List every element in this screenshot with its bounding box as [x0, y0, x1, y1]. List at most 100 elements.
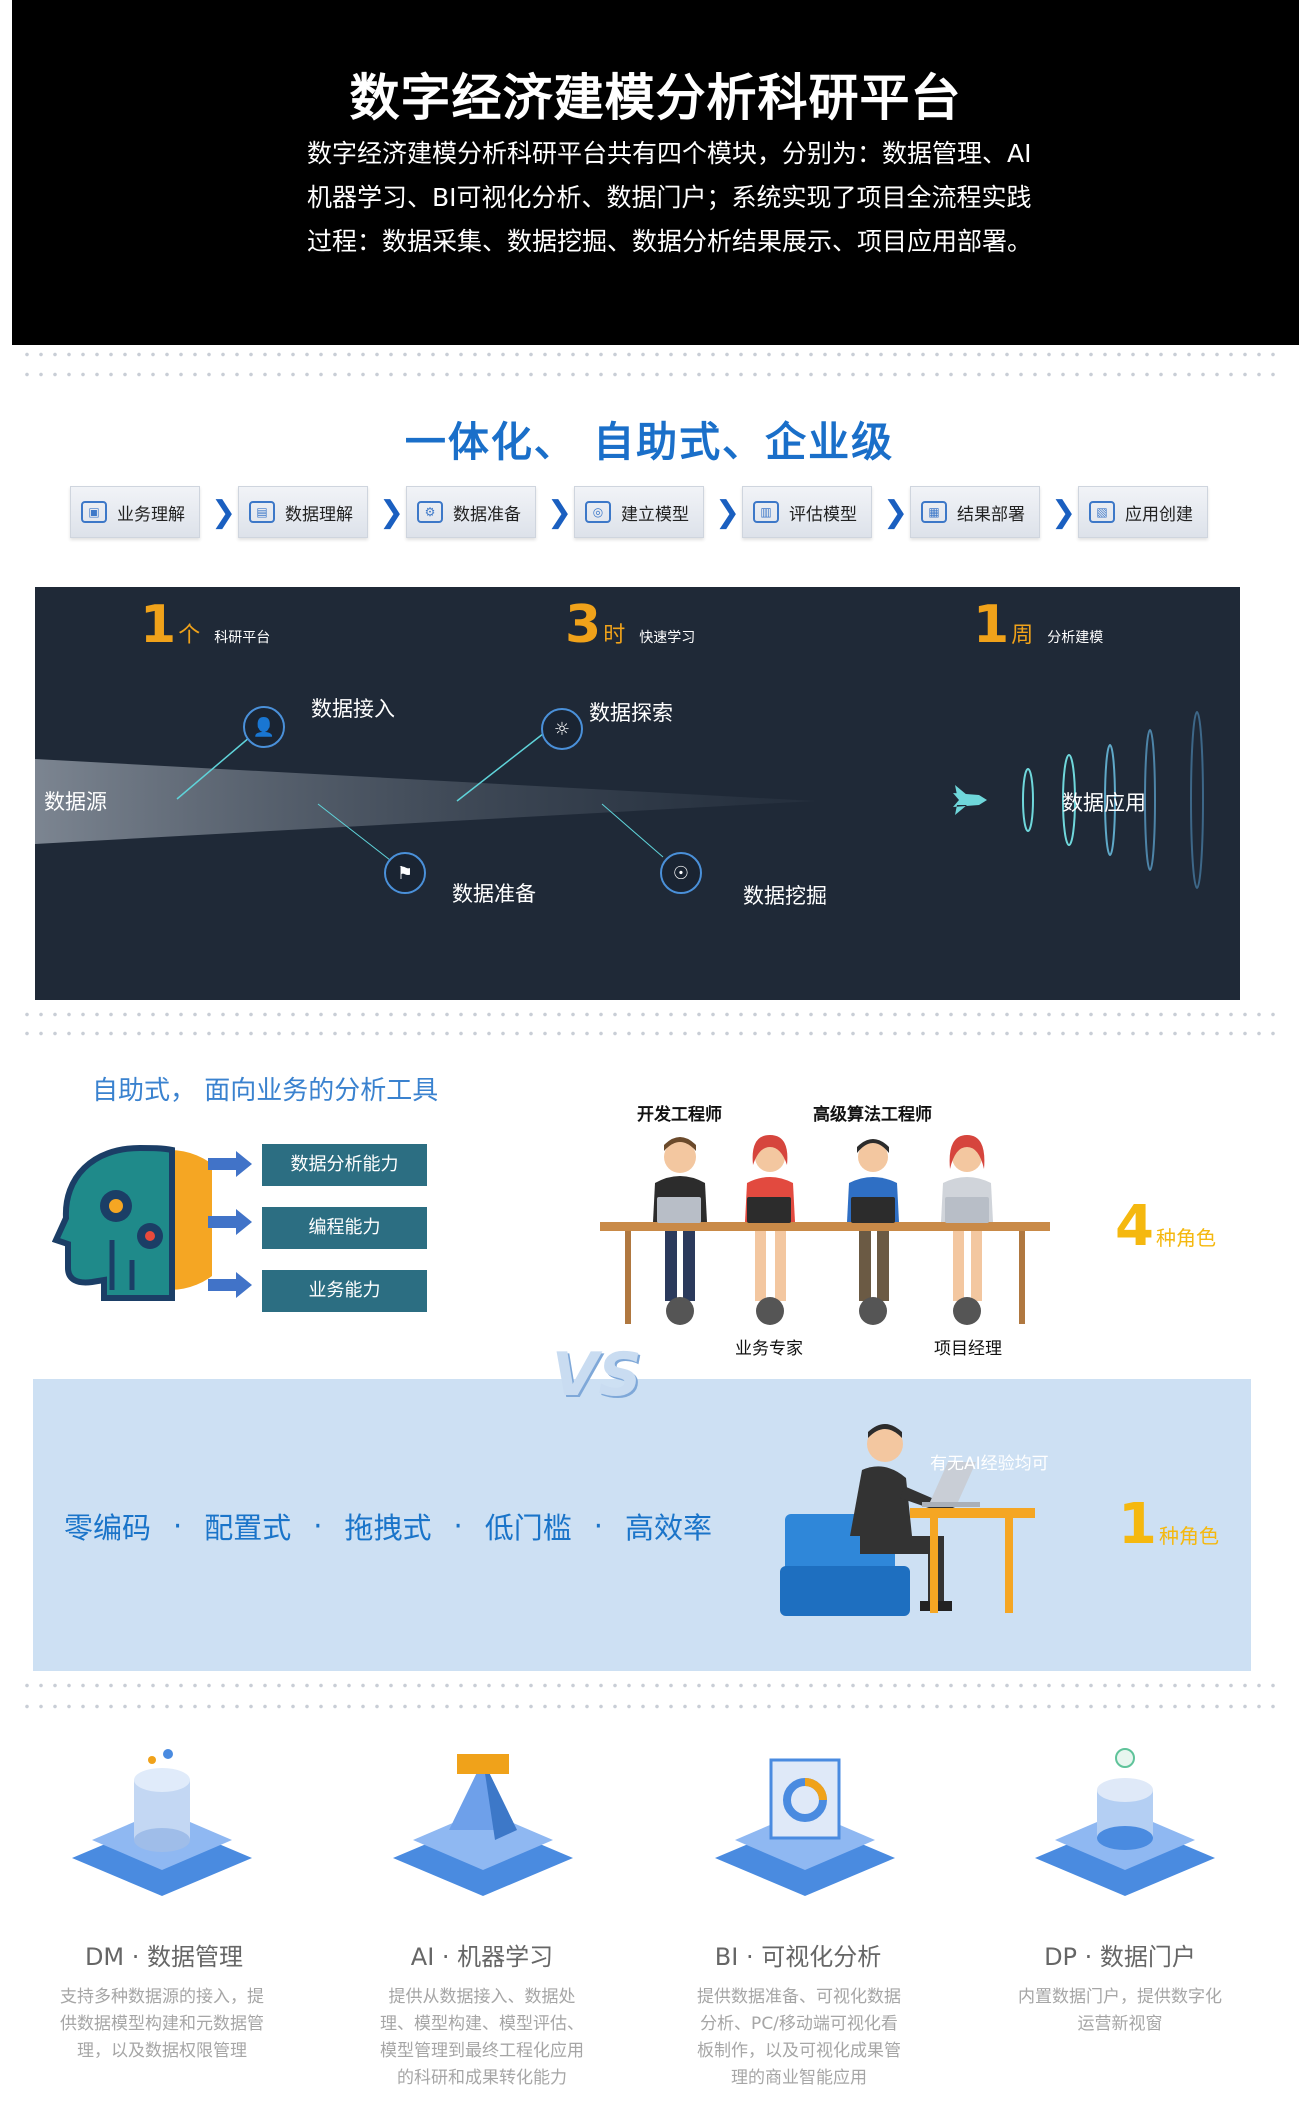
node-explore-label: 数据探索	[589, 701, 673, 725]
step-label: 数据理解	[285, 504, 353, 525]
hero-banner: 数字经济建模分析科研平台 数字经济建模分析科研平台共有四个模块，分别为：数据管理…	[12, 0, 1299, 345]
capability-programming: 编程能力	[262, 1207, 427, 1249]
data-source-label: 数据源	[44, 790, 107, 814]
stat-platform: 1个科研平台	[140, 595, 271, 655]
dotted-divider	[20, 1031, 1279, 1036]
dotted-divider	[20, 352, 1279, 357]
connector-line	[456, 729, 549, 802]
signal-ring	[1104, 744, 1116, 856]
node-ingest-label: 数据接入	[311, 697, 395, 721]
step-build-model: ◎ 建立模型	[574, 486, 704, 538]
feature-high-efficiency: 高效率	[624, 1511, 712, 1545]
module-bi-desc: 提供数据准备、可视化数据 分析、PC/移动端可视化看 板制作，以及可视化成果管 …	[697, 1987, 901, 2088]
network-icon: ⚙	[417, 501, 443, 523]
feature-low-barrier: 低门槛	[484, 1511, 572, 1545]
bi-module-icon	[715, 1758, 895, 1896]
model-icon: ◎	[585, 501, 611, 523]
step-data-understanding: ▤ 数据理解	[238, 486, 368, 538]
stat-learning: 3时快速学习	[565, 595, 696, 655]
chevron-right-icon: ❯	[1051, 494, 1077, 530]
step-label: 评估模型	[789, 504, 857, 525]
brain-icon: ☉	[660, 852, 702, 894]
node-application-label: 数据应用	[1062, 791, 1146, 815]
chevron-right-icon: ❯	[379, 494, 405, 530]
hero-description: 数字经济建模分析科研平台共有四个模块，分别为：数据管理、AI 机器学习、BI可视…	[307, 132, 1057, 264]
vs-label: VS	[552, 1340, 642, 1410]
stat-modeling: 1周分析建模	[973, 595, 1104, 655]
chevron-right-icon: ❯	[715, 494, 741, 530]
hero-desc-line-2: 机器学习、BI可视化分析、数据门户；系统实现了项目全流程实践	[307, 183, 1032, 212]
feature-separator: ·	[453, 1509, 463, 1543]
feature-zero-code: 零编码	[64, 1511, 152, 1545]
chevron-right-icon: ❯	[883, 494, 909, 530]
ai-experience-note: 有无AI经验均可	[930, 1454, 1049, 1474]
capability-data-analysis: 数据分析能力	[262, 1144, 427, 1186]
step-data-preparation: ⚙ 数据准备	[406, 486, 536, 538]
head-gears-icon	[52, 1144, 212, 1301]
hero-desc-line-3: 过程：数据采集、数据挖掘、数据分析结果展示、项目应用部署。	[307, 227, 1033, 256]
flow-graphic	[35, 711, 1204, 889]
report-icon: ▥	[753, 501, 779, 523]
chevron-right-icon: ❯	[547, 494, 573, 530]
module-dp-title: DP · 数据门户	[1044, 1943, 1196, 1971]
connector-line	[176, 736, 251, 800]
capability-business: 业务能力	[262, 1270, 427, 1312]
dotted-divider	[20, 1683, 1279, 1688]
step-create-application: ▧ 应用创建	[1078, 486, 1208, 538]
dotted-divider	[20, 372, 1279, 377]
role-dev-engineer: 开发工程师	[637, 1105, 722, 1125]
signal-ring	[1022, 768, 1034, 832]
chevron-right-icon: ❯	[211, 494, 237, 530]
module-ai-desc: 提供从数据接入、数据处 理、模型构建、模型评估、 模型管理到最终工程化应用 的科…	[380, 1987, 584, 2088]
dotted-divider	[20, 1704, 1279, 1709]
step-label: 业务理解	[117, 504, 185, 525]
role-business-expert: 业务专家	[735, 1339, 803, 1359]
database-module-icon	[72, 1749, 252, 1896]
step-label: 数据准备	[453, 504, 521, 525]
signal-ring	[1190, 711, 1204, 889]
arrow-right-icon	[208, 1272, 252, 1298]
data-flow-panel: 1个科研平台 3时快速学习 1周分析建模 数据源 👤 数据接入 ☼ 数据探索 ⚑…	[35, 587, 1240, 1000]
user-icon: 👤	[243, 706, 285, 748]
step-deploy-result: ▦ 结果部署	[910, 486, 1040, 538]
dotted-divider	[20, 1012, 1279, 1017]
arrow-right-icon	[208, 1209, 252, 1235]
feature-configurable: 配置式	[204, 1511, 292, 1545]
step-label: 结果部署	[957, 504, 1025, 525]
step-label: 应用创建	[1125, 504, 1193, 525]
slogan: 一体化、 自助式、企业级	[404, 418, 895, 466]
team-illustration	[600, 1135, 1050, 1325]
node-prepare-label: 数据准备	[452, 882, 536, 906]
app-icon: ▧	[1089, 501, 1115, 523]
feature-separator: ·	[173, 1509, 183, 1543]
arrow-right-icon	[208, 1151, 252, 1177]
lightbulb-icon: ☼	[541, 708, 583, 750]
role-project-manager: 项目经理	[934, 1339, 1002, 1359]
self-service-title: 自助式， 面向业务的分析工具	[92, 1076, 439, 1106]
dashboard-icon: ▤	[249, 501, 275, 523]
role-algo-engineer: 高级算法工程师	[813, 1105, 932, 1125]
portal-module-icon	[1035, 1748, 1215, 1896]
rocket-icon	[953, 785, 987, 815]
signal-ring	[1062, 754, 1076, 846]
connector-line	[317, 803, 391, 861]
feature-separator: ·	[593, 1509, 603, 1543]
step-label: 建立模型	[621, 504, 689, 525]
deploy-icon: ▦	[921, 501, 947, 523]
connector-line	[601, 803, 664, 858]
step-evaluate-model: ▥ 评估模型	[742, 486, 872, 538]
signal-ring	[1144, 729, 1156, 871]
presentation-icon: ▣	[81, 501, 107, 523]
module-dm-title: DM · 数据管理	[84, 1943, 244, 1971]
process-steps: ▣ 业务理解 ❯ ▤ 数据理解 ❯ ⚙ 数据准备 ❯ ◎ 建立模型 ❯ ▥ 评估…	[70, 485, 1208, 539]
feature-separator: ·	[313, 1509, 323, 1543]
features-band	[33, 1379, 1251, 1671]
module-ai-title: AI · 机器学习	[410, 1943, 554, 1971]
step-business-understanding: ▣ 业务理解	[70, 486, 200, 538]
ml-module-icon	[393, 1754, 573, 1896]
single-user-illustration	[780, 1424, 1035, 1616]
team-icon: ⚑	[384, 852, 426, 894]
hero-desc-line-1: 数字经济建模分析科研平台共有四个模块，分别为：数据管理、AI	[307, 139, 1032, 168]
